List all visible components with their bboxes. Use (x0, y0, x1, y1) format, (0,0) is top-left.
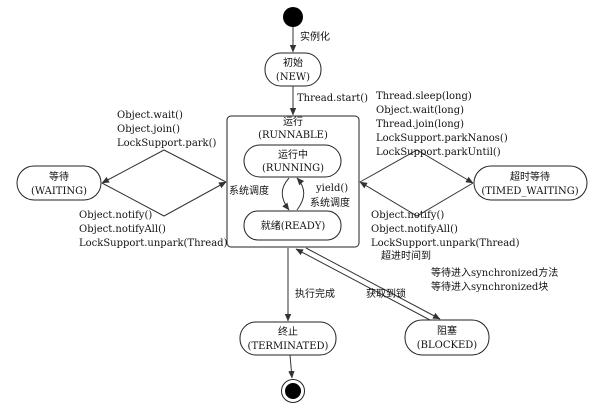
state-running-zh: 运行中 (278, 148, 308, 161)
state-blocked: 阻塞 (BLOCKED) (404, 319, 490, 356)
label-timeout: 超进时间到 (381, 249, 431, 262)
label-from-timed-line: Object.notify() (371, 210, 444, 221)
arrow-ready-to-running (296, 177, 305, 211)
arrow-running-to-ready (281, 177, 290, 211)
label-finish: 执行完成 (295, 287, 335, 300)
end-node (281, 379, 305, 403)
label-scheduler-left: 系统调度 (229, 184, 269, 197)
label-instantiate: 实例化 (300, 30, 330, 43)
state-blocked-en: (BLOCKED) (417, 340, 478, 351)
label-to-timed-line: Thread.join(long) (376, 119, 464, 130)
state-waiting-en: (WAITING) (31, 186, 87, 197)
label-thread-start: Thread.start() (297, 93, 368, 104)
arrow-terminated-to-end (288, 354, 295, 379)
state-terminated-zh: 终止 (278, 325, 298, 338)
label-to-timed-line: LockSupport.parkNanos() (376, 133, 508, 144)
label-to-waiting-line: Object.wait() (117, 110, 183, 121)
label-to-timed-line: LockSupport.parkUntil() (376, 147, 501, 158)
state-ready: 就绪(READY) (243, 210, 342, 241)
arrow-blocked-to-runnable (295, 248, 431, 321)
state-new-en: (NEW) (276, 72, 310, 83)
state-timed-waiting-zh: 超时等待 (510, 170, 550, 183)
state-timed-waiting: 超时等待 (TIMED_WAITING) (473, 165, 588, 201)
state-waiting: 等待 (WAITING) (16, 165, 102, 201)
label-from-timed-line: LockSupport.unpark(Thread) (371, 238, 520, 249)
label-to-timed-waiting: Thread.sleep(long) Object.wait(long) Thr… (376, 91, 508, 158)
label-to-waiting-line: LockSupport.park() (117, 138, 217, 149)
label-to-waiting: Object.wait() Object.join() LockSupport.… (117, 110, 217, 149)
state-runnable-en: (RUNNABLE) (258, 130, 328, 141)
state-new: 初始 (NEW) (264, 52, 322, 87)
state-terminated: 终止 (TERMINATED) (239, 321, 337, 356)
state-new-zh: 初始 (283, 56, 303, 69)
state-running-en: (RUNNING) (262, 163, 324, 174)
arrow-waiting-to-runnable (101, 181, 227, 217)
label-yield: yield() (315, 183, 348, 194)
arrow-runnable-to-waiting (101, 149, 227, 184)
label-to-waiting-line: Object.join() (117, 124, 180, 135)
label-from-timed-line: Object.notifyAll() (371, 224, 458, 235)
label-scheduler-right: 系统调度 (310, 196, 350, 209)
start-node (283, 7, 303, 27)
arrow-runnable-to-blocked (305, 247, 441, 320)
label-acquire-lock: 获取到锁 (366, 287, 406, 300)
state-blocked-zh: 阻塞 (437, 324, 457, 337)
label-wait-synchronized: 等待进入synchronized方法 等待进入synchronized块 (431, 266, 558, 293)
label-wait-sync-line: 等待进入synchronized方法 (431, 266, 558, 279)
state-waiting-zh: 等待 (49, 170, 69, 183)
state-timed-waiting-en: (TIMED_WAITING) (481, 186, 578, 197)
label-from-timed-waiting: Object.notify() Object.notifyAll() LockS… (371, 210, 520, 249)
label-from-waiting: Object.notify() Object.notifyAll() LockS… (79, 210, 228, 249)
state-ready-label: 就绪(READY) (261, 219, 326, 232)
state-running: 运行中 (RUNNING) (243, 144, 342, 178)
label-to-timed-line: Object.wait(long) (376, 105, 464, 116)
state-runnable-zh: 运行 (283, 115, 303, 128)
label-from-waiting-line: LockSupport.unpark(Thread) (79, 238, 228, 249)
label-wait-sync-line: 等待进入synchronized块 (431, 280, 548, 293)
label-from-waiting-line: Object.notifyAll() (79, 224, 166, 235)
label-from-waiting-line: Object.notify() (79, 210, 152, 221)
state-terminated-en: (TERMINATED) (248, 341, 329, 352)
arrow-timed-waiting-to-runnable (359, 181, 474, 217)
label-to-timed-line: Thread.sleep(long) (376, 91, 472, 102)
arrow-runnable-to-timed-waiting (359, 149, 474, 184)
